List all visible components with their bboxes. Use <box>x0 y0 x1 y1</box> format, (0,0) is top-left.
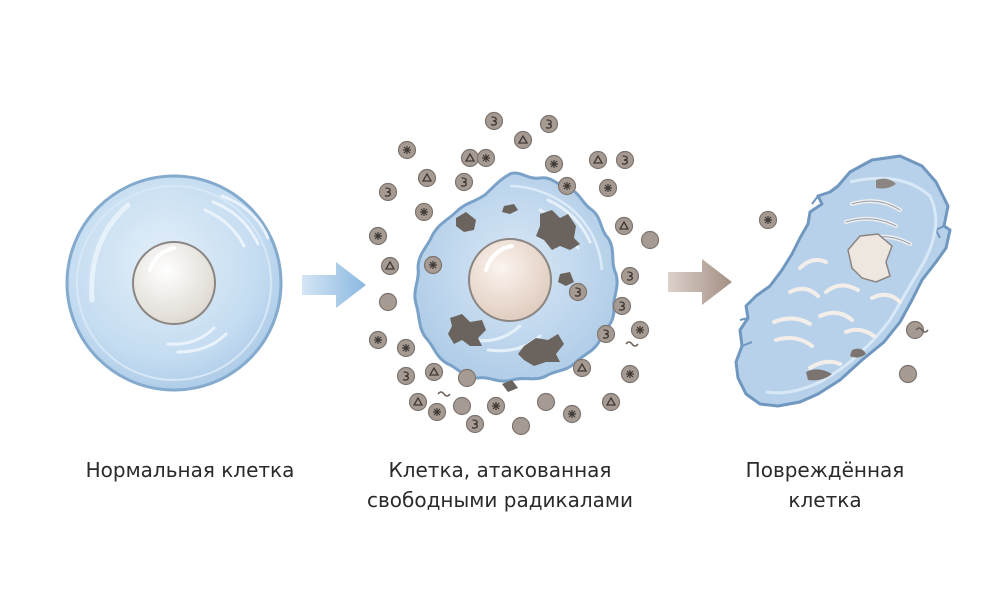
free-radical-particle <box>397 140 417 160</box>
damaged-cell-caption: Повреждённая клетка <box>700 455 950 515</box>
caption-line: Повреждённая <box>745 458 905 482</box>
normal-cell-er-lines-lower <box>166 326 228 354</box>
damage-patch <box>536 210 580 250</box>
free-radical-particle <box>596 324 616 344</box>
free-radical-particle <box>640 230 660 250</box>
caption-line: Нормальная клетка <box>85 458 295 482</box>
arrow-to-attacked-cell <box>302 262 366 308</box>
free-radical-particle <box>414 202 434 222</box>
caption-line: клетка <box>788 488 862 512</box>
free-radical-particle <box>612 296 632 316</box>
attacked-cell-nucleus <box>468 238 552 322</box>
arrow-to-damaged-cell <box>668 259 732 305</box>
free-radical-particle <box>368 226 388 246</box>
free-radical-particle <box>454 172 474 192</box>
free-radical-particle <box>396 366 416 386</box>
damage-patch <box>502 204 518 214</box>
fragmented-organelle <box>788 258 902 304</box>
free-radical-particle <box>572 358 592 378</box>
normal-cell-caption: Нормальная клетка <box>40 455 340 485</box>
free-radical-particle <box>598 178 618 198</box>
free-radical-particle <box>484 111 504 131</box>
damage-patch <box>502 380 518 392</box>
free-radical-particle <box>417 168 437 188</box>
free-radical-particle <box>378 182 398 202</box>
fragmented-organelle <box>806 369 832 381</box>
free-radical-particle <box>630 320 650 340</box>
attacked-nucleus-highlight <box>484 244 514 272</box>
attacked-cell <box>413 171 619 392</box>
free-radical-particle <box>427 402 447 422</box>
fragmented-nucleus <box>847 233 893 283</box>
normal-cell <box>65 174 283 392</box>
fragmented-organelle <box>876 178 896 189</box>
free-radical-particle <box>601 392 621 412</box>
normal-nucleus-highlight <box>148 246 176 272</box>
damage-patch <box>456 212 476 232</box>
free-radical-particle <box>465 414 485 434</box>
free-radical-particle <box>476 148 496 168</box>
normal-cell-nucleus <box>132 241 216 325</box>
free-radical-particle <box>513 130 533 150</box>
free-radicals <box>368 111 929 436</box>
attacked-cell-inner-line <box>509 184 604 271</box>
free-radical-particle <box>588 150 608 170</box>
free-radical-particle <box>539 114 559 134</box>
fragmented-organelle <box>850 348 866 358</box>
free-radical-particle <box>423 255 443 275</box>
attacked-cell-caption: Клетка, атакованная свободными радикалам… <box>320 455 680 515</box>
free-radical-particle <box>562 404 582 424</box>
fragmented-organelle <box>772 310 876 338</box>
free-radical-particle <box>905 320 925 340</box>
free-radical-particle <box>486 396 506 416</box>
free-radical-particle <box>615 150 635 170</box>
free-radical-particle <box>378 292 398 312</box>
free-radical-particle <box>568 282 588 302</box>
free-radical-particle <box>620 364 640 384</box>
free-radical-particle <box>536 392 556 412</box>
damaged-cell <box>734 154 952 408</box>
free-radical-particle <box>511 416 531 436</box>
free-radical-particle <box>368 330 388 350</box>
free-radical-particle <box>452 396 472 416</box>
normal-cell-highlight <box>89 202 131 303</box>
free-radical-particle <box>898 364 918 384</box>
damaged-cell-membrane <box>734 154 952 408</box>
free-radical-particle <box>620 266 640 286</box>
radical-squiggle <box>915 327 929 333</box>
free-radical-particle <box>544 154 564 174</box>
damage-patch <box>518 334 564 366</box>
caption-line: свободными радикалами <box>367 488 633 512</box>
normal-cell-er-lines <box>203 194 270 248</box>
free-radical-particle <box>460 148 480 168</box>
free-radical-particle <box>424 362 444 382</box>
free-radical-particle <box>396 338 416 358</box>
radical-squiggle <box>625 341 639 347</box>
free-radical-particle <box>457 368 477 388</box>
normal-cell-inner-ring <box>76 185 272 381</box>
free-radical-particle <box>614 216 634 236</box>
free-radical-particle <box>557 176 577 196</box>
caption-line: Клетка, атакованная <box>388 458 612 482</box>
damage-patch <box>448 314 486 346</box>
damage-patch <box>558 272 574 286</box>
radical-squiggle <box>437 391 451 397</box>
damaged-cell-inner-band <box>765 176 938 395</box>
free-radical-particle <box>758 210 778 230</box>
free-radical-particle <box>408 392 428 412</box>
free-radical-particle <box>380 256 400 276</box>
fragmented-organelle <box>774 336 842 370</box>
